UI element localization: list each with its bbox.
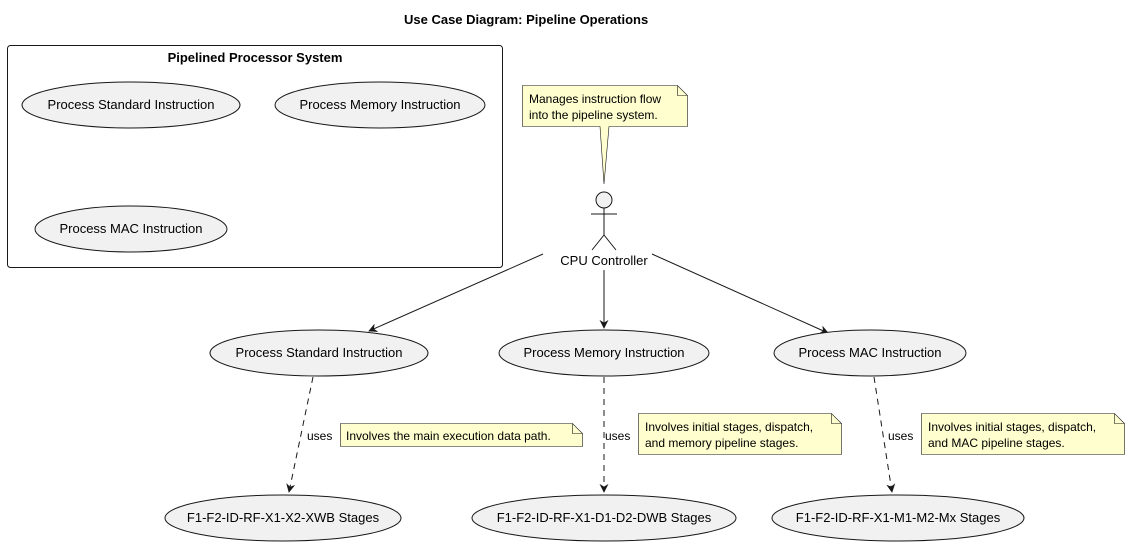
usecase-process-memory[interactable]: Process Memory Instruction — [498, 329, 710, 377]
cpu-controller-actor[interactable]: CPU Controller — [560, 191, 648, 268]
package-title: Pipelined Processor System — [168, 50, 343, 65]
actor-note-line-2: into the pipeline system. — [529, 108, 658, 122]
usecase-label: Process Memory Instruction — [299, 97, 460, 112]
note-standard-stages: Involves the main execution data path. — [340, 423, 583, 447]
usecase-process-mac[interactable]: Process MAC Instruction — [773, 329, 967, 377]
usecase-stages-mx[interactable]: F1-F2-ID-RF-X1-M1-M2-Mx Stages — [771, 494, 1025, 542]
usecase-label: Process Standard Instruction — [48, 97, 215, 112]
usecase-label: F1-F2-ID-RF-X1-M1-M2-Mx Stages — [796, 510, 1001, 525]
uses-arrow-standard — [286, 376, 314, 493]
usecase-stages-dwb[interactable]: F1-F2-ID-RF-X1-D1-D2-DWB Stages — [471, 494, 737, 542]
package-usecase-mac[interactable]: Process MAC Instruction — [34, 205, 228, 253]
arrow-actor-to-standard — [368, 253, 544, 332]
package-usecase-standard[interactable]: Process Standard Instruction — [21, 81, 241, 129]
usecase-stages-xwb[interactable]: F1-F2-ID-RF-X1-X2-XWB Stages — [164, 494, 402, 542]
actor-note: Manages instruction flow into the pipeli… — [522, 85, 688, 185]
uses-label-standard: uses — [307, 429, 332, 443]
package-usecase-memory[interactable]: Process Memory Instruction — [274, 81, 486, 129]
note-mac-stages: Involves initial stages, dispatch, and M… — [921, 413, 1125, 455]
uses-label-memory: uses — [605, 429, 630, 443]
usecase-process-standard[interactable]: Process Standard Instruction — [209, 329, 429, 377]
actor-label: CPU Controller — [560, 253, 648, 268]
note-line-1: Involves initial stages, dispatch, — [928, 420, 1096, 434]
note-memory-stages: Involves initial stages, dispatch, and m… — [638, 413, 842, 455]
uses-arrow-mac — [873, 376, 896, 493]
uses-label-mac: uses — [888, 429, 913, 443]
note-line-1: Involves initial stages, dispatch, — [645, 420, 813, 434]
system-package: Pipelined Processor System Process Stand… — [7, 45, 503, 268]
usecase-label: F1-F2-ID-RF-X1-D1-D2-DWB Stages — [497, 510, 712, 525]
note-line-1: Involves the main execution data path. — [346, 429, 551, 443]
usecase-label: Process MAC Instruction — [798, 345, 941, 360]
note-line-2: and MAC pipeline stages. — [928, 436, 1065, 450]
note-line-2: and memory pipeline stages. — [645, 436, 798, 450]
usecase-label: F1-F2-ID-RF-X1-X2-XWB Stages — [187, 510, 380, 525]
usecase-label: Process Standard Instruction — [236, 345, 403, 360]
usecase-label: Process MAC Instruction — [59, 221, 202, 236]
usecase-label: Process Memory Instruction — [523, 345, 684, 360]
actor-note-line-1: Manages instruction flow — [529, 92, 661, 106]
diagram-title: Use Case Diagram: Pipeline Operations — [404, 12, 648, 27]
arrow-actor-to-mac — [651, 253, 829, 334]
